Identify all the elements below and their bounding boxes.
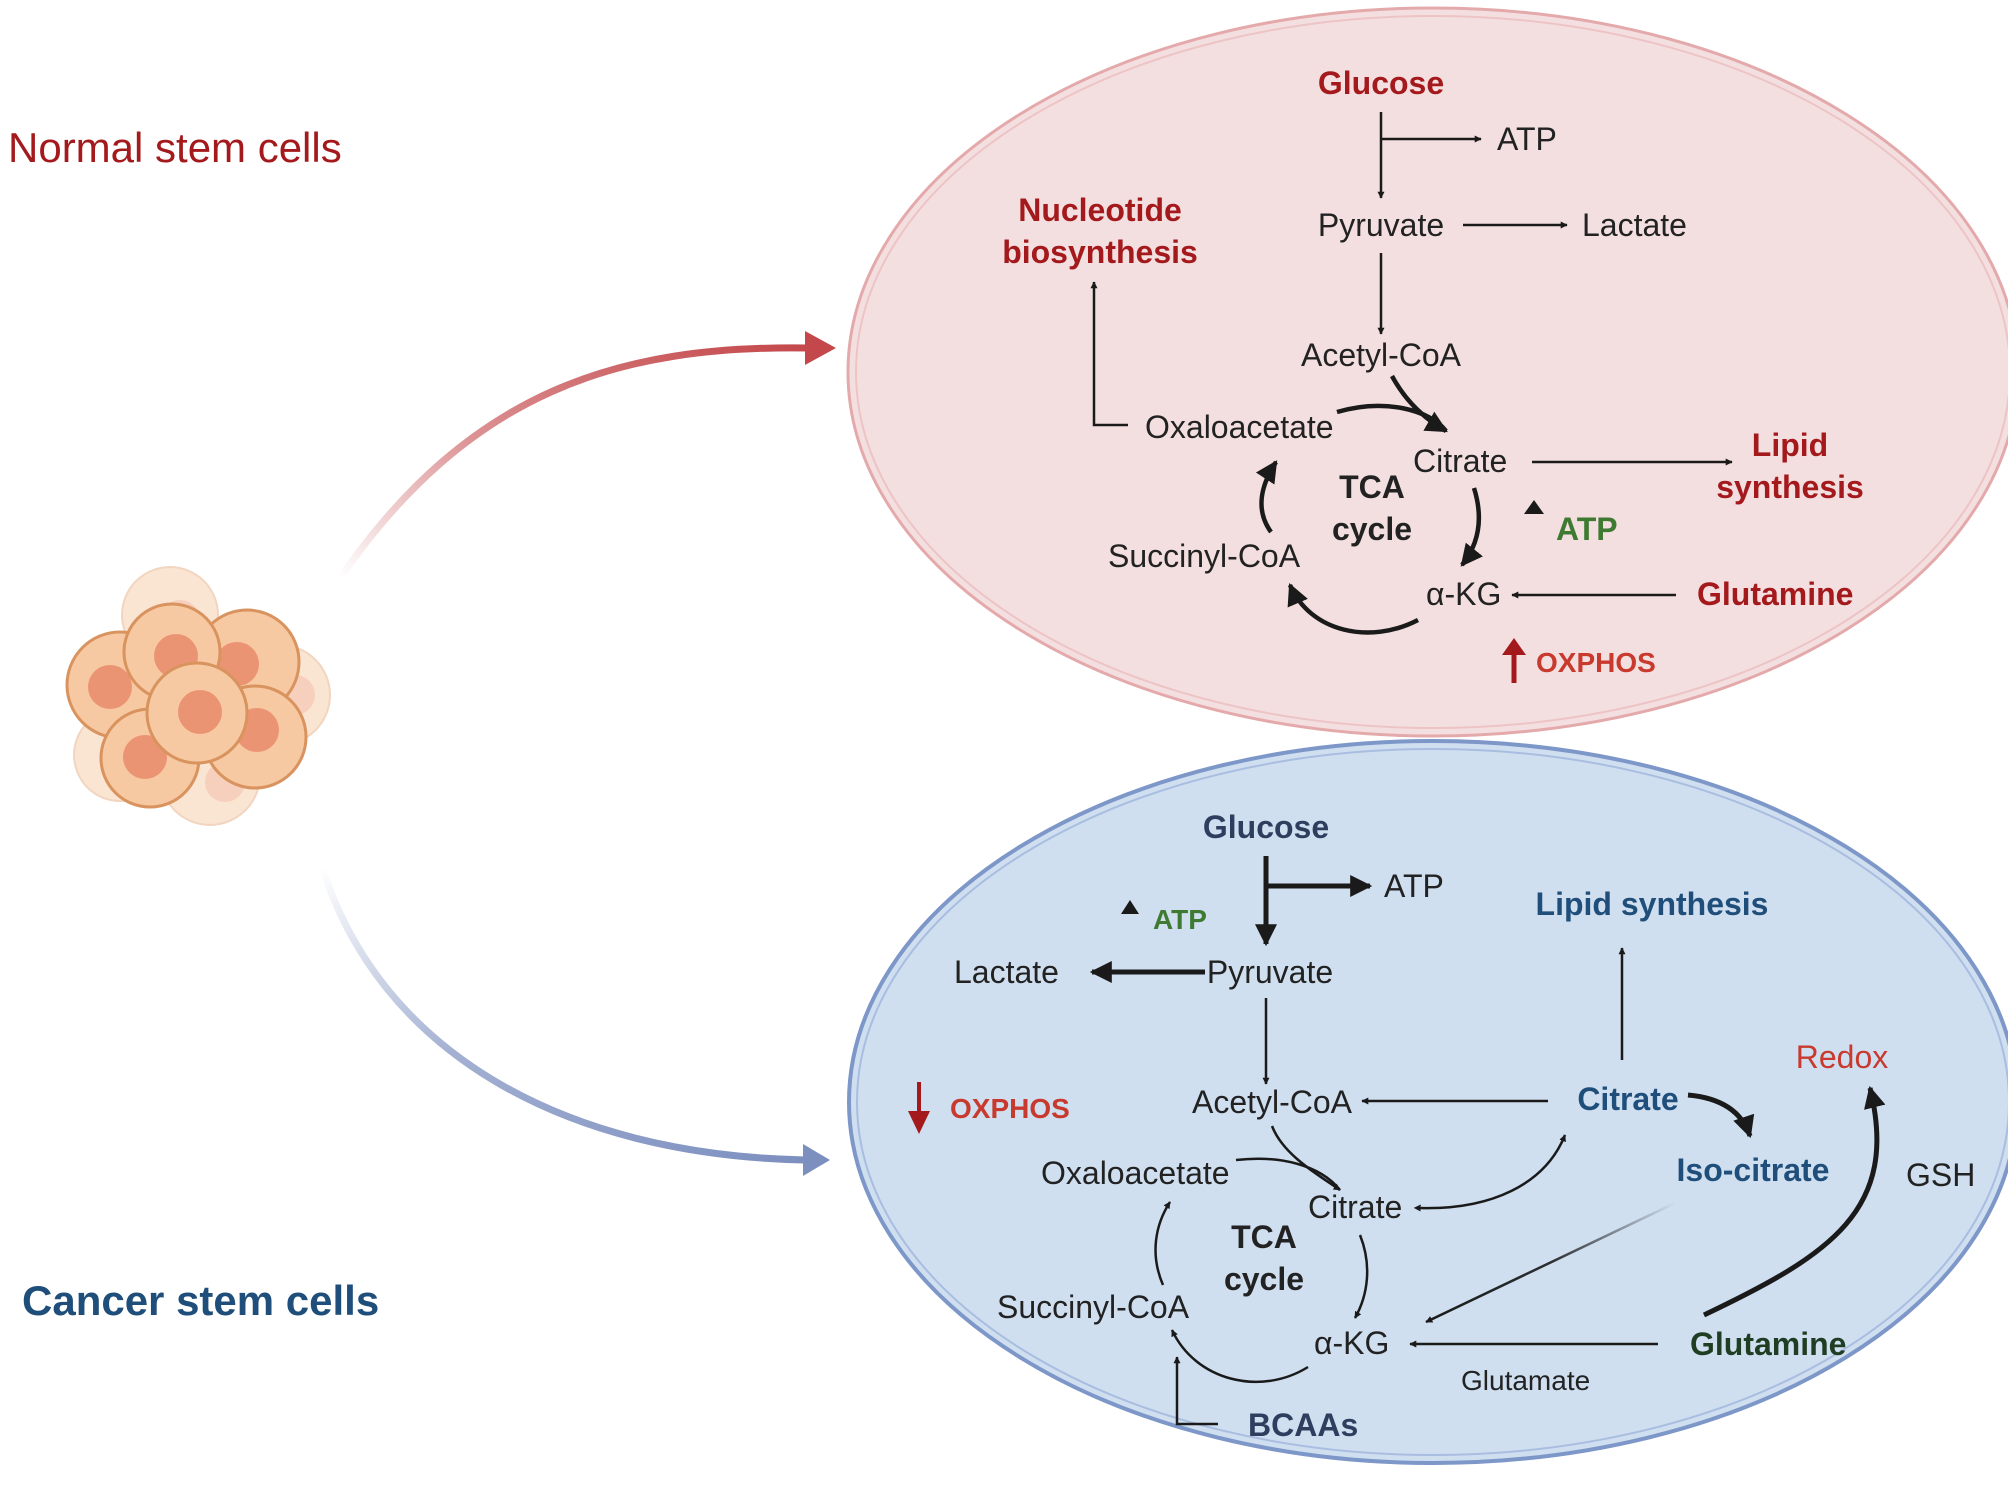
arrow-to-normal-stem-cells xyxy=(337,331,836,580)
normal-akg-label: α-KG xyxy=(1426,576,1501,612)
cancer-redox-label: Redox xyxy=(1796,1039,1889,1075)
arrow-to-cancer-stem-cells xyxy=(318,865,830,1176)
normal-glucose-label: Glucose xyxy=(1318,65,1444,101)
cancer-succinylcoa-label: Succinyl-CoA xyxy=(997,1289,1190,1325)
normal-nucleotide-label-line1: Nucleotide xyxy=(1018,192,1182,228)
cancer-glutamate-label: Glutamate xyxy=(1461,1365,1590,1396)
cancer-gsh-label: GSH xyxy=(1906,1157,1975,1193)
cancer-oxphos-label: OXPHOS xyxy=(950,1093,1070,1124)
cell-cluster-illustration xyxy=(65,566,331,826)
cancer-pathway: Glucose ATP ATP Lactate Pyruvate Lipid s… xyxy=(908,809,1975,1443)
cancer-citrate-label: Citrate xyxy=(1308,1189,1402,1225)
normal-citrate-to-akg-arrow xyxy=(1460,487,1483,567)
cancer-succinylcoa-to-oxaloacetate-arrow xyxy=(1154,1201,1172,1286)
normal-lactate-label: Lactate xyxy=(1582,207,1687,243)
normal-lipid-label-line1: Lipid xyxy=(1752,427,1828,463)
cancer-glutamine-to-redox-arrow xyxy=(1702,1085,1886,1318)
normal-citrate-label: Citrate xyxy=(1413,443,1507,479)
cancer-pyruvate-label: Pyruvate xyxy=(1207,954,1333,990)
normal-succinylcoa-to-oxaloacetate-arrow xyxy=(1255,460,1278,534)
normal-lipid-label-line2: synthesis xyxy=(1716,469,1864,505)
normal-oxaloacetate-to-citrate-arrow xyxy=(1336,403,1448,433)
cancer-lactate-label: Lactate xyxy=(954,954,1059,990)
normal-oxphos-up-arrow-icon xyxy=(1502,638,1526,683)
cancer-akg-label: α-KG xyxy=(1314,1325,1389,1361)
normal-oxaloacetate-to-nucleotide-arrow xyxy=(1090,281,1128,427)
cancer-akg-to-succinylcoa-arrow xyxy=(1170,1329,1309,1384)
cancer-stem-cells-title: Cancer stem cells xyxy=(22,1277,379,1324)
normal-akg-to-succinylcoa-arrow xyxy=(1287,582,1420,635)
normal-succinylcoa-label: Succinyl-CoA xyxy=(1108,538,1301,574)
cancer-oxaloacetate-to-citrate-arrow xyxy=(1235,1157,1341,1191)
normal-oxaloacetate-label: Oxaloacetate xyxy=(1145,409,1334,445)
normal-glutamine-label: Glutamine xyxy=(1697,576,1853,612)
normal-pathway: Glucose ATP Pyruvate Lactate Acetyl-CoA … xyxy=(1002,65,1864,683)
cancer-tca-label-line1: TCA xyxy=(1231,1219,1297,1255)
normal-tca-label-line2: cycle xyxy=(1332,511,1412,547)
cancer-atp-label: ATP xyxy=(1384,868,1444,904)
normal-pyruvate-label: Pyruvate xyxy=(1318,207,1444,243)
cancer-citrate-exchange-arrow xyxy=(1413,1134,1567,1212)
cancer-citrate-outer-label: Citrate xyxy=(1577,1081,1678,1117)
cancer-glutamine-label: Glutamine xyxy=(1690,1326,1846,1362)
normal-oxphos-label: OXPHOS xyxy=(1536,647,1656,678)
cancer-citrate-to-akg-arrow xyxy=(1353,1234,1369,1319)
cancer-isocitrate-to-akg-arrow xyxy=(1425,1201,1676,1324)
normal-nucleotide-label-line2: biosynthesis xyxy=(1002,234,1198,270)
cancer-citrate-to-isocitrate-arrow xyxy=(1687,1092,1755,1139)
cancer-acetylcoa-to-citrate-arrow xyxy=(1270,1125,1341,1192)
cancer-isocitrate-label: Iso-citrate xyxy=(1677,1152,1830,1188)
normal-up-atp-label: ATP xyxy=(1556,511,1618,547)
cancer-oxphos-down-arrow-icon xyxy=(908,1082,930,1134)
cancer-bcaas-label: BCAAs xyxy=(1248,1407,1358,1443)
cancer-tca-label-line2: cycle xyxy=(1224,1261,1304,1297)
normal-stem-cell-ellipse xyxy=(846,6,2008,738)
normal-stem-cells-title: Normal stem cells xyxy=(8,124,342,171)
cancer-bcaas-to-succinylcoa-arrow xyxy=(1173,1356,1218,1426)
normal-tca-label-line1: TCA xyxy=(1339,469,1405,505)
normal-acetylcoa-label: Acetyl-CoA xyxy=(1301,337,1462,373)
cancer-oxaloacetate-label: Oxaloacetate xyxy=(1041,1155,1230,1191)
cancer-lipid-synthesis-label: Lipid synthesis xyxy=(1536,886,1769,922)
cancer-up-atp-label: ATP xyxy=(1153,904,1207,935)
cancer-glucose-label: Glucose xyxy=(1203,809,1329,845)
cancer-acetylcoa-label: Acetyl-CoA xyxy=(1192,1084,1353,1120)
normal-atp-label: ATP xyxy=(1497,121,1557,157)
